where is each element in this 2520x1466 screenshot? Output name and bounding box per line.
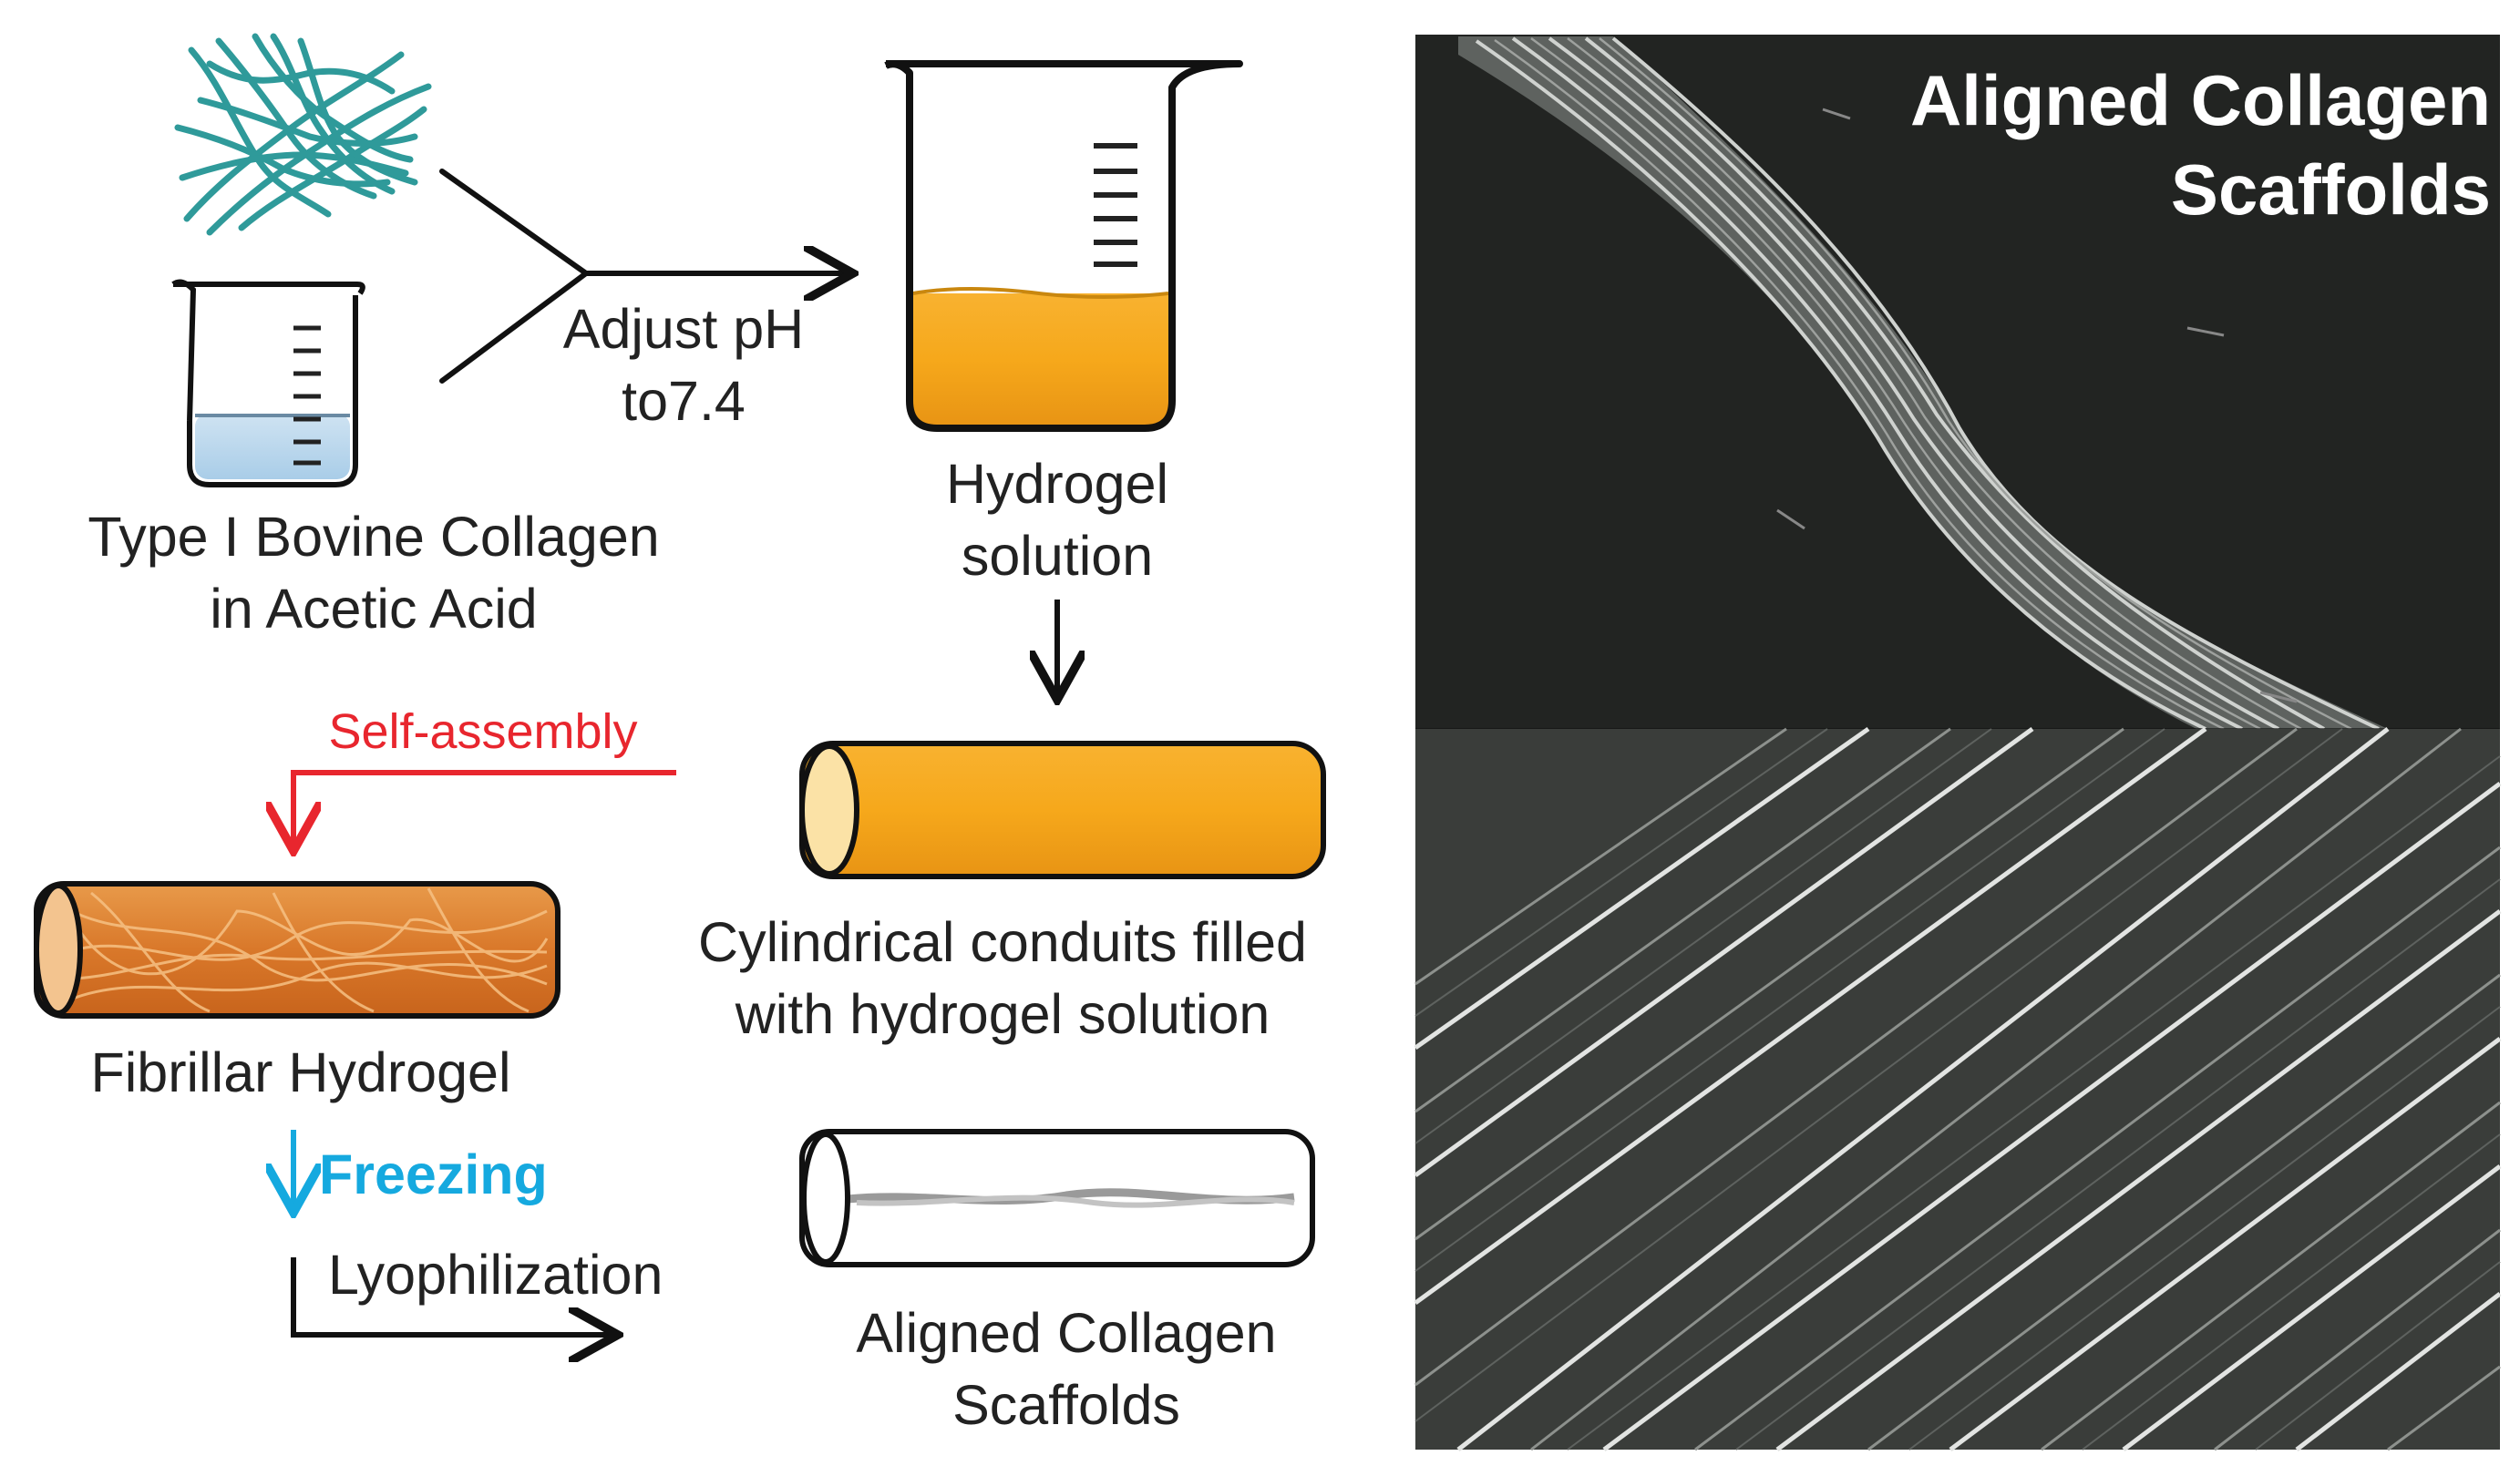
- lyophilization-arrow: [291, 1257, 612, 1335]
- sem-upper-bundle: [1458, 36, 2388, 731]
- fibrillar-hydrogel-label: Fibrillar Hydrogel: [90, 1041, 511, 1103]
- collagen-fibers-icon: [174, 33, 432, 236]
- aligned-scaffold-cylinder: [799, 1129, 1315, 1267]
- cylindrical-conduits-line-2: with hydrogel solution: [735, 983, 1270, 1046]
- sem-title-line-1: Aligned Collagen: [1909, 60, 2491, 140]
- aligned-scaffolds-line-1: Aligned Collagen: [856, 1302, 1277, 1364]
- large-beaker-icon: [884, 60, 1243, 432]
- freezing-label: Freezing: [319, 1143, 548, 1205]
- merge-arrow: [439, 169, 848, 384]
- lyophilization-label: Lyophilization: [328, 1244, 663, 1306]
- cylindrical-conduits-line-1: Cylindrical conduits filled: [698, 911, 1307, 973]
- adjust-ph-line-2: to7.4: [622, 370, 746, 433]
- sem-lower-fibers: [1414, 726, 2502, 1452]
- fibrillar-hydrogel-cylinder: [34, 881, 561, 1019]
- hydrogel-solution-line-2: solution: [961, 525, 1154, 588]
- collagen-source-line-2: in Acetic Acid: [210, 578, 538, 641]
- aligned-scaffolds-label: Aligned Collagen Scaffolds: [775, 1297, 1358, 1442]
- aligned-scaffolds-line-2: Scaffolds: [952, 1374, 1180, 1437]
- adjust-ph-label: Adjust pH to7.4: [533, 293, 834, 438]
- small-beaker-icon: [171, 279, 365, 487]
- hydrogel-solution-label: Hydrogel solution: [866, 448, 1249, 593]
- filled-conduit: [799, 741, 1326, 879]
- sem-micrograph-panel: [1414, 35, 2502, 1452]
- cylindrical-conduits-label: Cylindrical conduits filled with hydroge…: [620, 907, 1385, 1051]
- sem-panel-title: Aligned Collagen Scaffolds: [1910, 56, 2491, 234]
- sem-title-line-2: Scaffolds: [2170, 149, 2491, 230]
- hydrogel-solution-line-1: Hydrogel: [945, 453, 1169, 515]
- collagen-source-line-1: Type I Bovine Collagen: [87, 506, 660, 568]
- self-assembly-arrow: [293, 770, 676, 846]
- self-assembly-label: Self-assembly: [328, 704, 638, 759]
- adjust-ph-line-1: Adjust pH: [562, 298, 805, 360]
- collagen-source-label: Type I Bovine Collagen in Acetic Acid: [18, 501, 729, 646]
